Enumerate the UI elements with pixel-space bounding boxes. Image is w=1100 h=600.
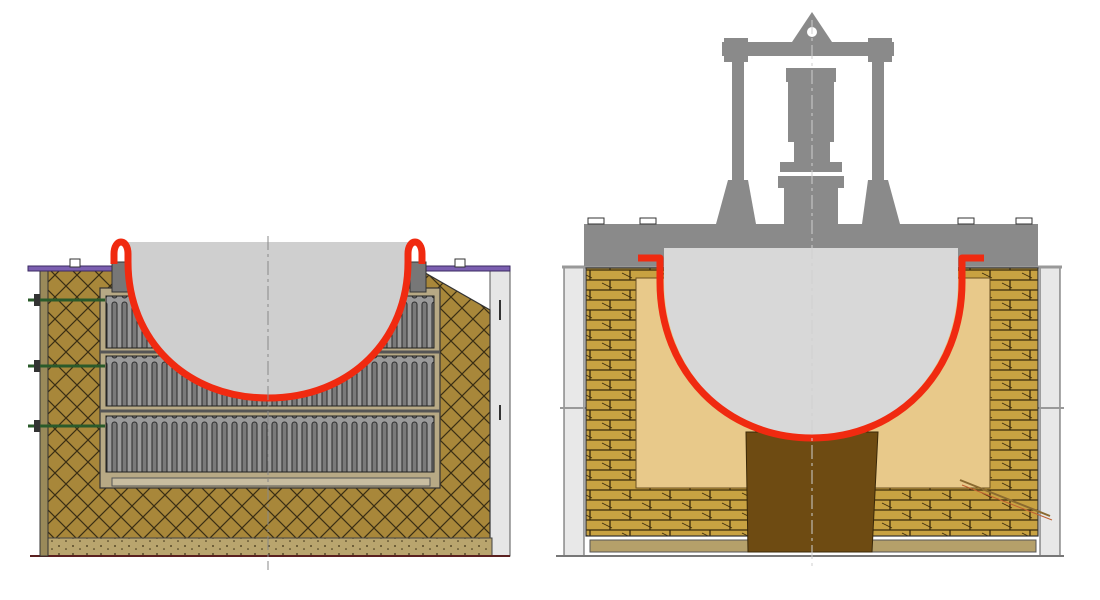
left-side-bolts bbox=[28, 298, 105, 428]
right-outer-casing-left bbox=[563, 267, 585, 557]
right-furnace bbox=[556, 12, 1064, 570]
right-crucible-contents bbox=[664, 248, 958, 436]
lifting-frame bbox=[716, 12, 900, 224]
left-concrete-base bbox=[41, 537, 493, 557]
induction-coil-row-3 bbox=[105, 415, 435, 473]
left-furnace bbox=[27, 236, 511, 570]
